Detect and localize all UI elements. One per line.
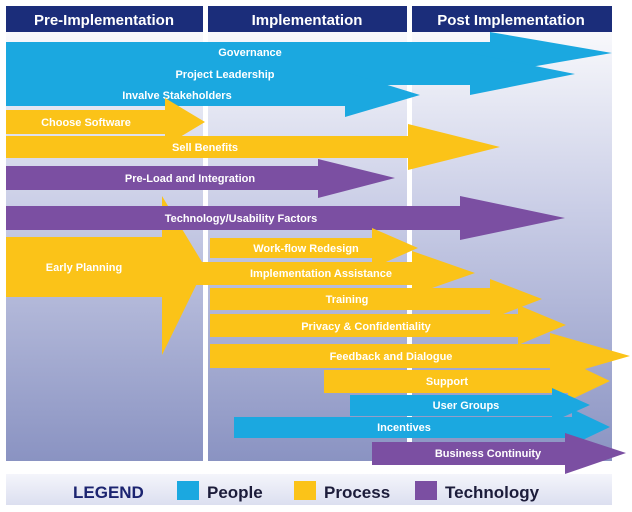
arrow-shape (324, 361, 610, 401)
arrow-user-groups: User Groups (350, 388, 590, 422)
arrow-incentives: Incentives (234, 409, 610, 445)
legend-label-technology: Technology (445, 483, 540, 502)
arrow-work-flow-redesign: Work-flow Redesign (210, 228, 418, 268)
arrow-label-business-continuity: Business Continuity (435, 448, 542, 460)
arrow-label-work-flow-redesign: Work-flow Redesign (253, 243, 359, 255)
legend-swatch-process (294, 481, 316, 500)
header-post-implementation (412, 6, 612, 32)
arrow-shape (6, 196, 565, 240)
header-implementation (208, 6, 407, 32)
legend-label-process: Process (324, 483, 390, 502)
arrow-governance: Governance (6, 32, 612, 74)
arrow-label-training: Training (326, 294, 369, 306)
legend-label-people: People (207, 483, 263, 502)
arrow-shape (372, 433, 626, 474)
arrow-shape (350, 388, 590, 422)
arrow-shape (6, 159, 395, 198)
arrow-business-continuity: Business Continuity (372, 433, 626, 474)
arrow-label-user-groups: User Groups (433, 400, 500, 412)
legend-title: LEGEND (73, 483, 144, 502)
arrow-label-feedback-and-dialogue: Feedback and Dialogue (330, 351, 453, 363)
arrow-shape (6, 72, 420, 117)
arrow-implementation-assistance: Implementation Assistance (168, 251, 475, 295)
arrow-shape (6, 53, 575, 95)
arrow-label-early-planning: Early Planning (46, 262, 122, 274)
arrow-feedback-and-dialogue: Feedback and Dialogue (210, 333, 630, 379)
arrow-shape (210, 228, 418, 268)
arrow-invalve-stakeholders: Invalve Stakeholders (6, 72, 420, 117)
arrow-label-invalve-stakeholders: Invalve Stakeholders (122, 90, 231, 102)
arrow-label-privacy-confidentiality: Privacy & Confidentiality (301, 321, 431, 333)
arrow-label-pre-load-and-integration: Pre-Load and Integration (125, 173, 255, 185)
arrow-early-planning: Early Planning (6, 196, 205, 355)
phase-headers: Pre-Implementation Implementation Post I… (6, 6, 612, 32)
arrow-label-incentives: Incentives (377, 422, 431, 434)
arrow-label-sell-benefits: Sell Benefits (172, 142, 238, 154)
arrow-label-technology-usability-factors: Technology/Usability Factors (165, 213, 318, 225)
arrow-shape (168, 251, 475, 295)
arrow-pre-load-and-integration: Pre-Load and Integration (6, 159, 395, 198)
arrow-shape (6, 32, 612, 74)
arrow-support: Support (324, 361, 610, 401)
arrow-project-leadership: Project Leadership (6, 53, 575, 95)
arrow-privacy-confidentiality: Privacy & Confidentiality (210, 305, 566, 345)
phase-label-implementation: Implementation (252, 12, 363, 29)
arrow-shape (234, 409, 610, 445)
arrow-training: Training (210, 279, 542, 319)
arrow-sell-benefits: Sell Benefits (6, 124, 500, 170)
arrow-label-implementation-assistance: Implementation Assistance (250, 268, 392, 280)
arrow-label-governance: Governance (218, 47, 282, 59)
arrow-label-project-leadership: Project Leadership (175, 69, 274, 81)
arrow-layer: Governance Project Leadership Invalve St… (6, 32, 630, 474)
arrow-label-choose-software: Choose Software (41, 117, 131, 129)
arrow-shape (6, 98, 205, 146)
arrow-technology-usability-factors: Technology/Usability Factors (6, 196, 565, 240)
arrow-shape (6, 196, 205, 355)
arrow-shape (6, 124, 500, 170)
arrow-shape (210, 305, 566, 345)
arrow-shape (210, 279, 542, 319)
legend-swatch-technology (415, 481, 437, 500)
arrow-choose-software: Choose Software (6, 98, 205, 146)
phase-label-pre-implementation: Pre-Implementation (34, 12, 174, 29)
arrow-label-support: Support (426, 376, 468, 388)
phase-label-post-implementation: Post Implementation (437, 12, 585, 29)
arrow-shape (210, 333, 630, 379)
legend-swatch-people (177, 481, 199, 500)
legend: LEGEND People Process Technology (6, 474, 612, 505)
header-pre-implementation (6, 6, 203, 32)
